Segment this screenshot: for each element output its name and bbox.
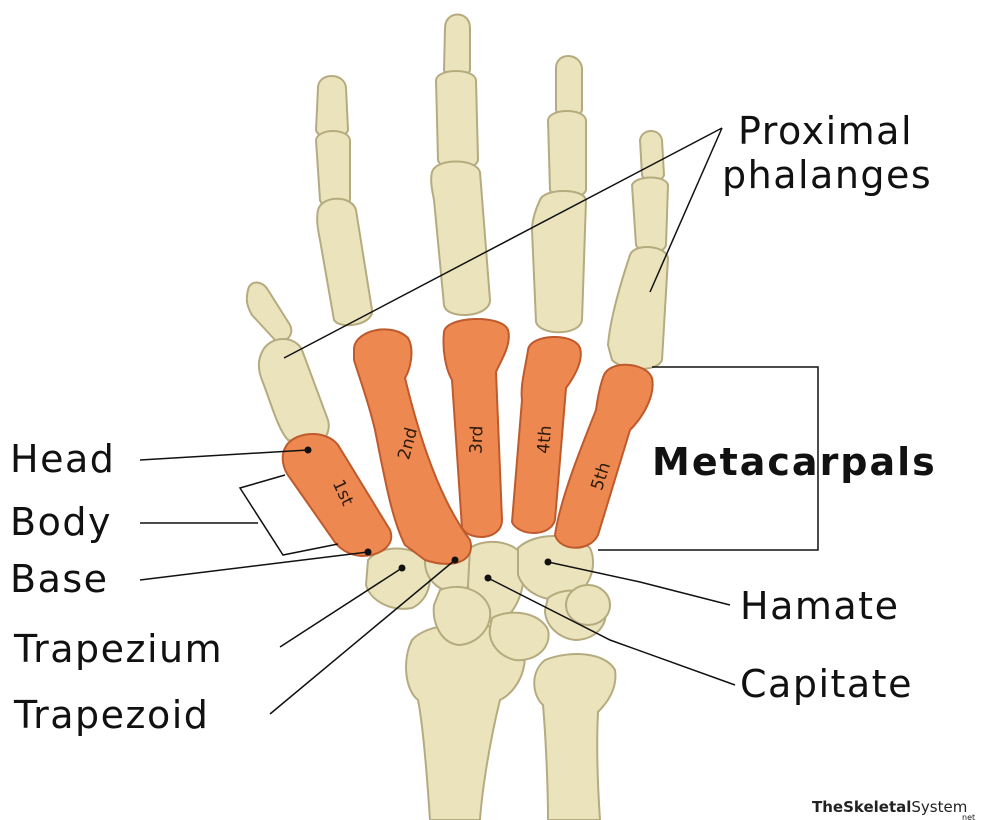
dot-hamate	[545, 559, 552, 566]
ring-proximal-phalanx	[532, 191, 586, 332]
watermark-logo: TheSkeletalSystem net	[812, 798, 975, 820]
middle-proximal-phalanx	[431, 162, 490, 316]
label-trapezoid: Trapezoid	[13, 693, 209, 737]
dot-head	[305, 447, 312, 454]
thumb-distal-phalanx	[247, 283, 292, 342]
little-distal-phalanx	[640, 131, 664, 181]
thumb-proximal-phalanx	[259, 339, 329, 445]
metacarpal-4th-label: 4th	[534, 425, 556, 455]
little-middle-phalanx	[632, 178, 668, 253]
watermark-part1: TheSkeletal	[812, 798, 911, 816]
ring-middle-phalanx	[548, 111, 586, 198]
label-metacarpals: Metacarpals	[652, 440, 937, 484]
dot-trapezium	[399, 565, 406, 572]
dot-capitate	[485, 575, 492, 582]
leader-base	[140, 552, 368, 580]
dot-base	[365, 549, 372, 556]
leader-trapezium	[280, 568, 402, 647]
label-hamate: Hamate	[740, 584, 899, 628]
ring-distal-phalanx	[556, 56, 582, 118]
label-proximal-phalanges-line1: Proximal	[738, 109, 913, 153]
index-middle-phalanx	[316, 131, 350, 208]
label-head: Head	[10, 437, 115, 481]
little-proximal-phalanx	[608, 247, 668, 369]
pisiform-bone	[566, 585, 610, 625]
watermark-part2: System	[911, 798, 967, 816]
index-proximal-phalanx	[317, 199, 372, 325]
svg-text:TheSkeletalSystem: TheSkeletalSystem	[812, 798, 967, 816]
ulna-bone	[534, 654, 615, 820]
metacarpal-5th	[555, 365, 653, 548]
label-trapezium: Trapezium	[13, 627, 223, 671]
label-base: Base	[10, 557, 109, 601]
middle-middle-phalanx	[436, 71, 478, 169]
watermark-suffix: net	[962, 813, 975, 820]
index-distal-phalanx	[316, 76, 348, 138]
label-capitate: Capitate	[740, 662, 913, 706]
metacarpal-3rd-label: 3rd	[467, 425, 488, 454]
dot-trapezoid	[452, 557, 459, 564]
middle-distal-phalanx	[444, 15, 470, 78]
label-proximal-phalanges-line2: phalanges	[722, 153, 932, 197]
label-body: Body	[10, 500, 112, 544]
